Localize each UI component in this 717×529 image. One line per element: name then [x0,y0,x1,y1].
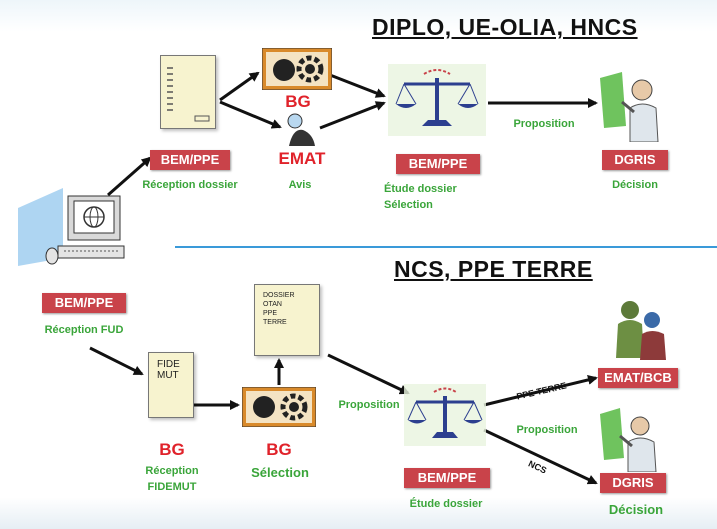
arrow-study-to-dgris [483,428,598,485]
scale-icon [388,64,486,136]
emat-bcb-box: EMAT/BCB [598,368,678,388]
top-dossier-document [160,55,216,129]
arrow-dossier-to-study [327,353,410,395]
bottom-fidemut-label: FIDEMUT [147,481,197,493]
fide-mut-document: FIDE MUT [148,352,194,418]
left-bem-ppe-box: BEM/PPE [42,293,126,313]
bottom-study-bem-ppe-box: BEM/PPE [404,468,490,488]
bottom-reception-label: Réception [145,465,199,477]
document-lines-icon [167,67,210,122]
top-avis-label: Avis [288,179,312,191]
bottom-dgris-box: DGRIS [600,473,666,493]
left-reception-fud-label: Réception FUD [44,324,124,336]
arrow-bg-to-study [329,73,386,98]
top-bg-label: BG [285,92,311,111]
dossier-otan-text: DOSSIER OTAN PPE TERRE [263,292,295,326]
arrow-dossier-to-emat [219,100,282,129]
bottom-bg-gear-icon [242,387,316,427]
bottom-proposition-1-label: Proposition [338,399,400,411]
top-selection-label: Sélection [384,199,433,211]
top-study-bem-ppe-box: BEM/PPE [396,154,480,174]
soldiers-icon [616,301,666,360]
computer-icon [18,188,125,266]
arrow-emat-to-study [319,101,386,130]
dossier-otan-document: DOSSIER OTAN PPE TERRE [254,284,320,356]
bottom-selection-label: Sélection [251,465,309,480]
bottom-dgris-presenter-icon [600,408,657,472]
bottom-bg1-label: BG [159,440,185,459]
bottom-scale-icon [404,384,486,446]
fide-mut-text: FIDE MUT [157,359,180,381]
top-dgris-box: DGRIS [602,150,668,170]
bottom-bg2-label: BG [266,440,292,459]
top-emat-label: EMAT [278,149,326,168]
arrow-fud-to-fidemut [89,346,144,376]
bottom-section-title: NCS, PPE TERRE [394,256,593,282]
top-decision-label: Décision [612,179,658,191]
top-etude-dossier-label: Étude dossier [384,183,457,195]
bg-gear-icon [262,48,332,90]
bottom-decision-label: Décision [608,502,664,517]
bottom-etude-dossier-label: Étude dossier [409,498,483,510]
top-reception-dossier-label: Réception dossier [142,179,238,191]
top-proposition-label: Proposition [513,118,575,130]
arrow-dossier-to-bg [219,71,260,102]
arrow-fud-to-top [107,156,152,197]
bottom-proposition-2-label: Proposition [516,424,578,436]
arrow-study-to-emat-bcb [483,375,598,407]
top-section-title: DIPLO, UE-OLIA, HNCS [372,14,638,40]
emat-person-icon [287,113,315,146]
top-bem-ppe-box: BEM/PPE [150,150,230,170]
dgris-presenter-icon [600,72,659,142]
